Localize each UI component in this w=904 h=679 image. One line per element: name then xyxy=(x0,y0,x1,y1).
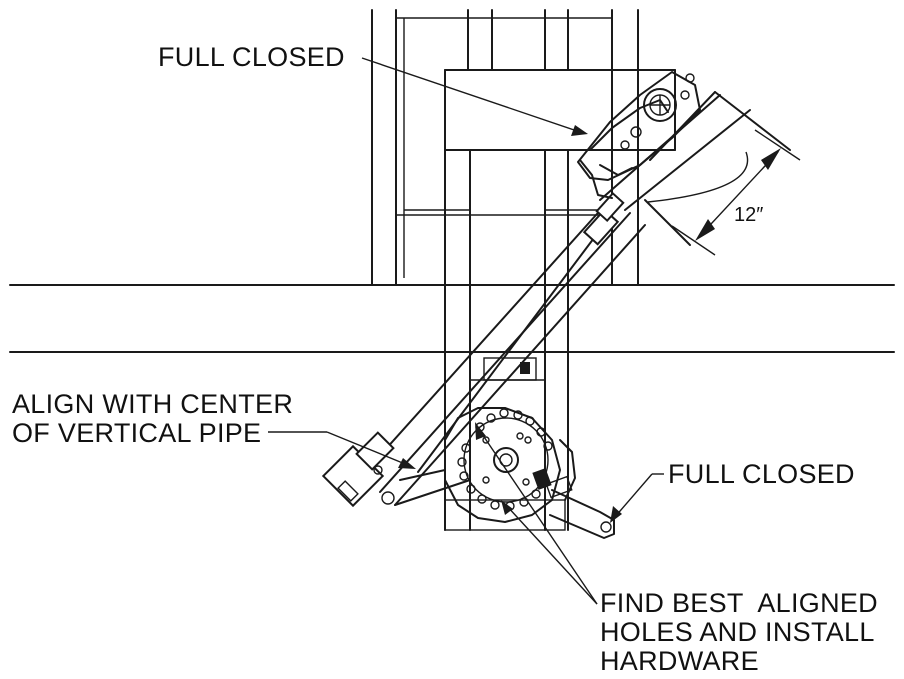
callout-full-closed-right: FULL CLOSED xyxy=(668,459,855,489)
operator-arm xyxy=(357,94,751,506)
leader-lines xyxy=(268,57,664,605)
callout-align-line-1: ALIGN WITH CENTER xyxy=(12,389,294,419)
gate-frame xyxy=(9,9,895,531)
callout-find-line-3: HARDWARE xyxy=(600,646,759,676)
top-bracket xyxy=(577,71,791,246)
dimension-12in xyxy=(671,129,801,256)
callout-align-line-2: OF VERTICAL PIPE xyxy=(12,418,262,448)
operator-gear-assembly xyxy=(321,407,615,539)
callout-find-line-2: HOLES AND INSTALL xyxy=(600,617,875,647)
dimension-label: 12″ xyxy=(734,204,764,226)
callout-full-closed-top: FULL CLOSED xyxy=(158,42,345,72)
callout-find-line-1: FIND BEST ALIGNED xyxy=(600,588,878,618)
